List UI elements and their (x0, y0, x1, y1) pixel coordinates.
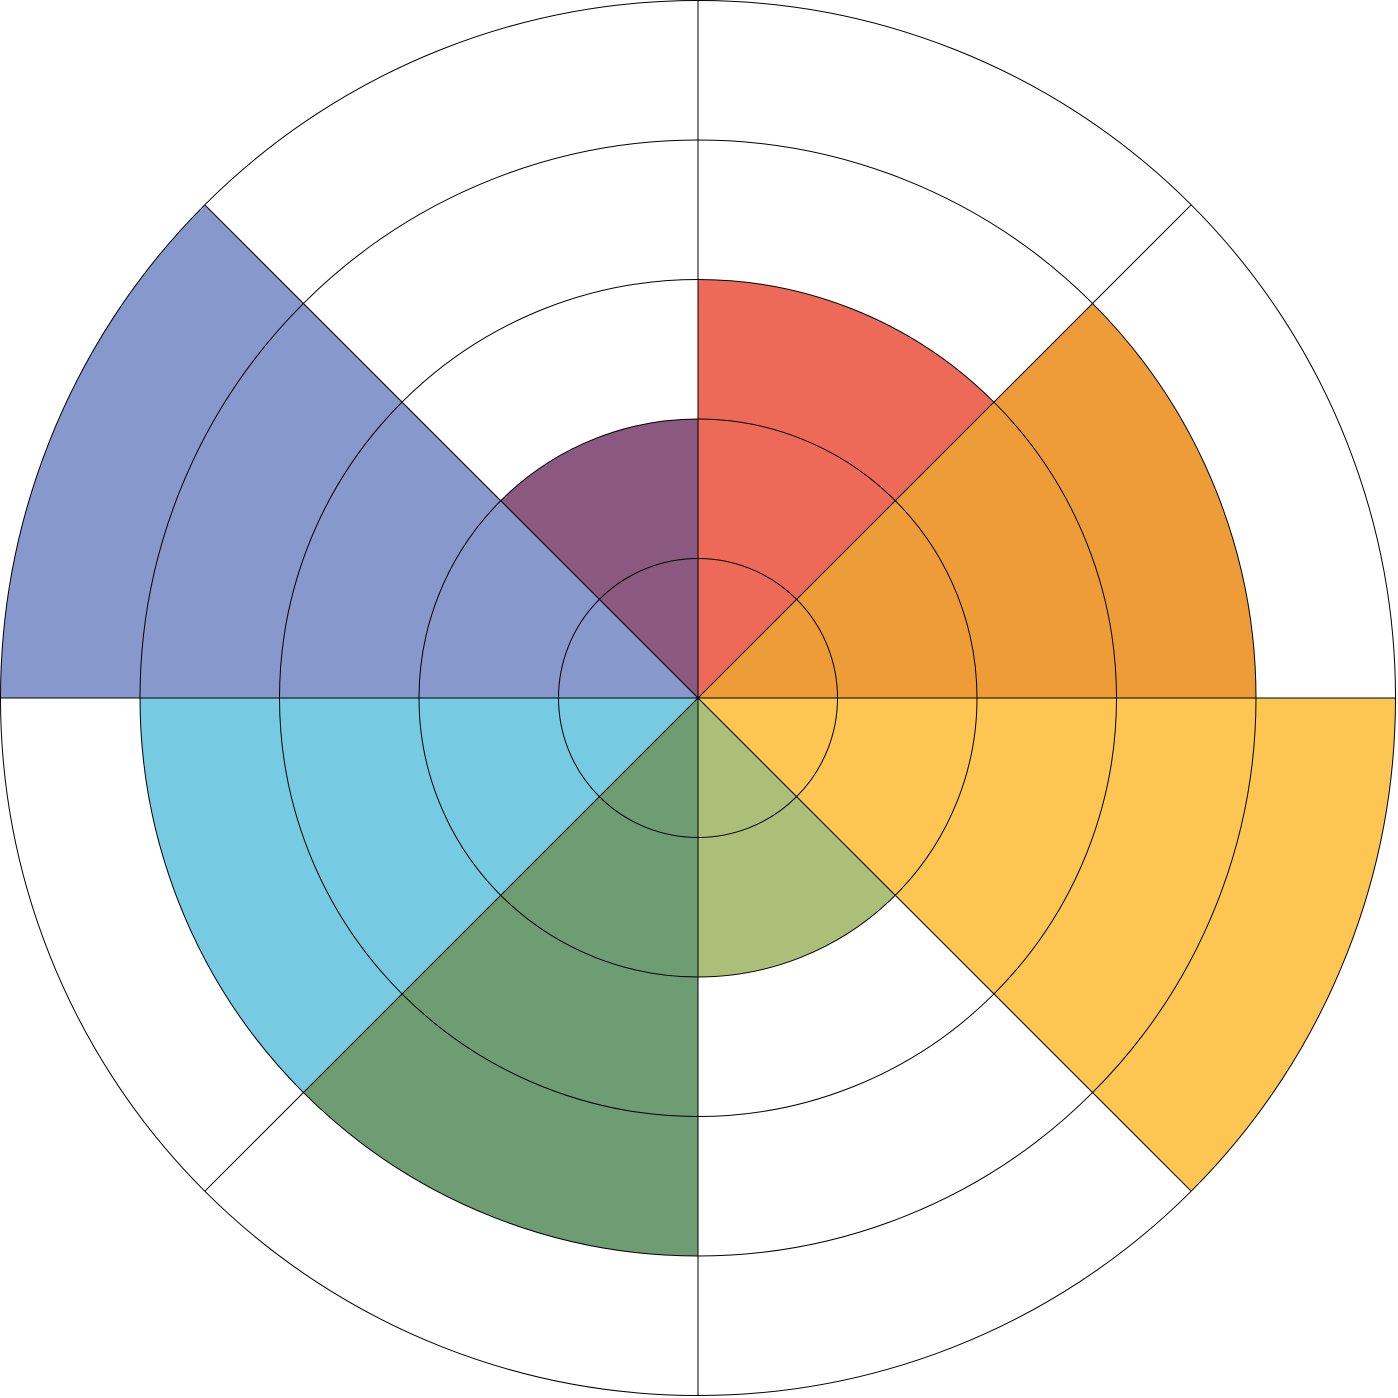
sector-6 (140, 698, 698, 1093)
sector-1 (698, 279, 994, 698)
grid-spoke-315 (204, 204, 699, 699)
sector-7 (0, 204, 698, 698)
grid-spoke-45 (697, 204, 1192, 699)
sector-3 (698, 698, 1396, 1192)
sector-8 (500, 419, 698, 698)
sector-2 (698, 303, 1256, 698)
grid-spoke-135 (697, 697, 1192, 1192)
grid-spoke-225 (204, 697, 699, 1192)
sectors (0, 204, 1396, 1256)
sector-5 (303, 698, 698, 1256)
sector-4 (698, 698, 896, 977)
